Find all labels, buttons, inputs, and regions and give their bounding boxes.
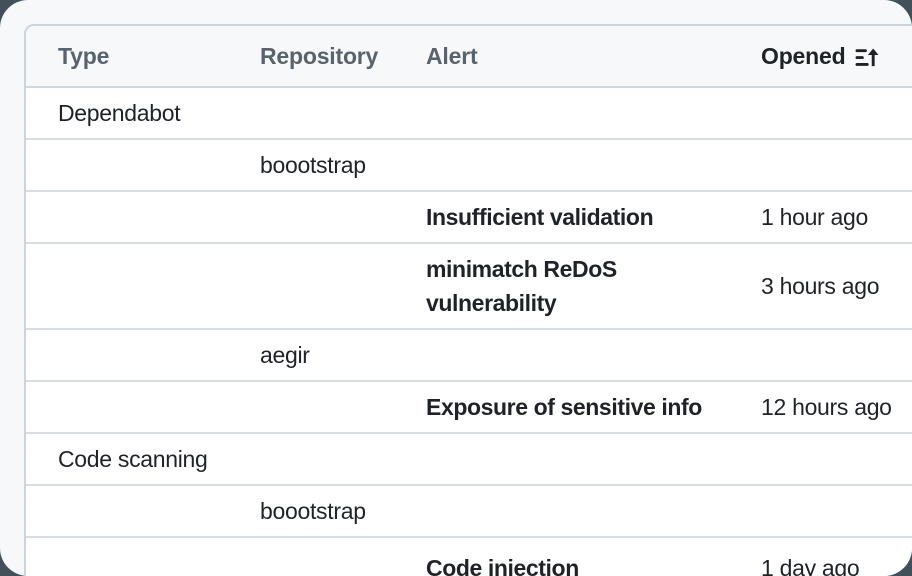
sort-ascending-icon — [855, 47, 879, 66]
table-row-alert: Exposure of sensitive info 12 hours ago — [26, 382, 912, 434]
table-row-repository-group: aegir — [26, 330, 912, 382]
table-row-alert: Code injection 1 day ago — [26, 538, 912, 576]
alert-title: Insufficient validation — [426, 204, 654, 230]
table-header-row: Type Repository Alert Opened — [26, 26, 912, 88]
repository-group-value: boootstrap — [260, 498, 366, 524]
column-header-opened[interactable]: Opened — [745, 26, 912, 86]
alert-opened: 12 hours ago — [761, 394, 892, 420]
repository-group-value: boootstrap — [260, 152, 366, 178]
alert-title: Code injection — [426, 555, 579, 576]
column-header-opened-label: Opened — [761, 42, 846, 69]
column-header-repository: Repository — [260, 42, 379, 69]
column-header-type: Type — [58, 42, 110, 69]
alert-opened: 1 hour ago — [761, 204, 868, 230]
alerts-table: Type Repository Alert Opened Dependabot — [24, 24, 912, 576]
alert-title: Exposure of sensitive info — [426, 394, 702, 420]
repository-group-value: aegir — [260, 342, 310, 368]
column-header-alert: Alert — [426, 42, 478, 69]
alert-opened: 3 hours ago — [761, 273, 880, 299]
table-row-alert: minimatch ReDoS vulnerability 3 hours ag… — [26, 244, 912, 330]
type-group-value: Code scanning — [58, 446, 208, 472]
type-group-value: Dependabot — [58, 100, 181, 126]
table-row-alert: Insufficient validation 1 hour ago — [26, 192, 912, 244]
table-row-type-group: Dependabot — [26, 88, 912, 140]
alert-title: minimatch ReDoS vulnerability — [426, 256, 617, 316]
table-row-type-group: Code scanning — [26, 434, 912, 486]
table-row-repository-group: boootstrap — [26, 486, 912, 538]
table-row-repository-group: boootstrap — [26, 140, 912, 192]
alert-opened: 1 day ago — [761, 555, 860, 576]
